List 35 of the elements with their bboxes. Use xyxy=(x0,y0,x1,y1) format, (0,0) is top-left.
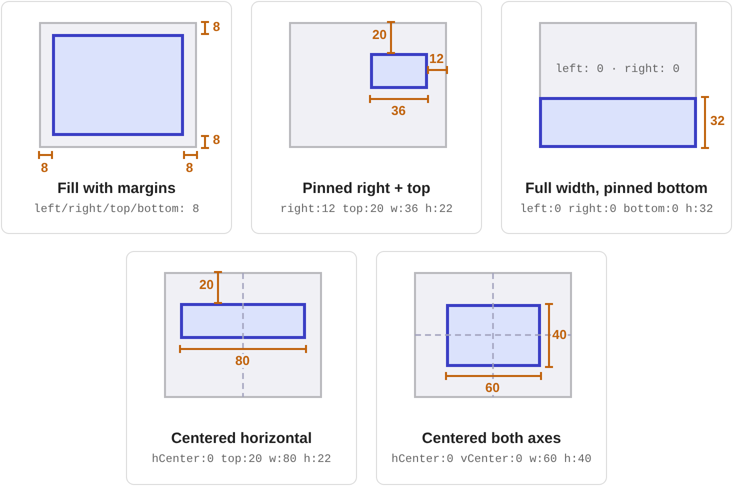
child-rect xyxy=(180,302,306,338)
child-rect xyxy=(370,52,428,88)
card-title: Centered both axes xyxy=(422,430,562,448)
dimension-value: 20 xyxy=(371,28,388,42)
dimension-value: 20 xyxy=(198,278,215,292)
card-title: Pinned right + top xyxy=(302,180,430,198)
container-frame xyxy=(288,22,446,148)
dimension-value: 36 xyxy=(390,104,407,118)
dimension-value: 8 xyxy=(212,20,222,34)
card-title: Fill with margins xyxy=(57,180,176,198)
constraint-code: right:12 top:20 w:36 h:22 xyxy=(280,203,453,217)
example-card xyxy=(376,251,607,485)
container-frame xyxy=(38,22,196,148)
dimension-value: 32 xyxy=(709,114,726,128)
constraint-code: left:0 right:0 bottom:0 h:32 xyxy=(520,203,714,217)
card-title: Centered horizontal xyxy=(171,430,312,448)
dimension-value: 12 xyxy=(428,52,445,66)
dimension-value: 8 xyxy=(184,160,194,174)
constraint-code: hCenter:0 vCenter:0 w:60 h:40 xyxy=(391,453,592,467)
example-card xyxy=(126,251,357,485)
constraint-code: left/right/top/bottom: 8 xyxy=(34,203,200,217)
child-rect xyxy=(538,96,696,148)
example-card xyxy=(501,1,732,234)
dimension-value: 8 xyxy=(212,132,222,146)
container-frame xyxy=(164,272,322,398)
container-frame xyxy=(538,22,696,148)
container-frame xyxy=(414,272,572,398)
card-title: Full width, pinned bottom xyxy=(525,180,708,198)
example-card xyxy=(251,1,482,234)
example-card xyxy=(1,1,232,234)
child-rect xyxy=(52,34,184,136)
child-rect xyxy=(446,304,540,366)
constraint-note: left: 0 · right: 0 xyxy=(555,62,680,76)
constraint-code: hCenter:0 top:20 w:80 h:22 xyxy=(152,453,332,467)
dimension-value: 8 xyxy=(40,160,50,174)
